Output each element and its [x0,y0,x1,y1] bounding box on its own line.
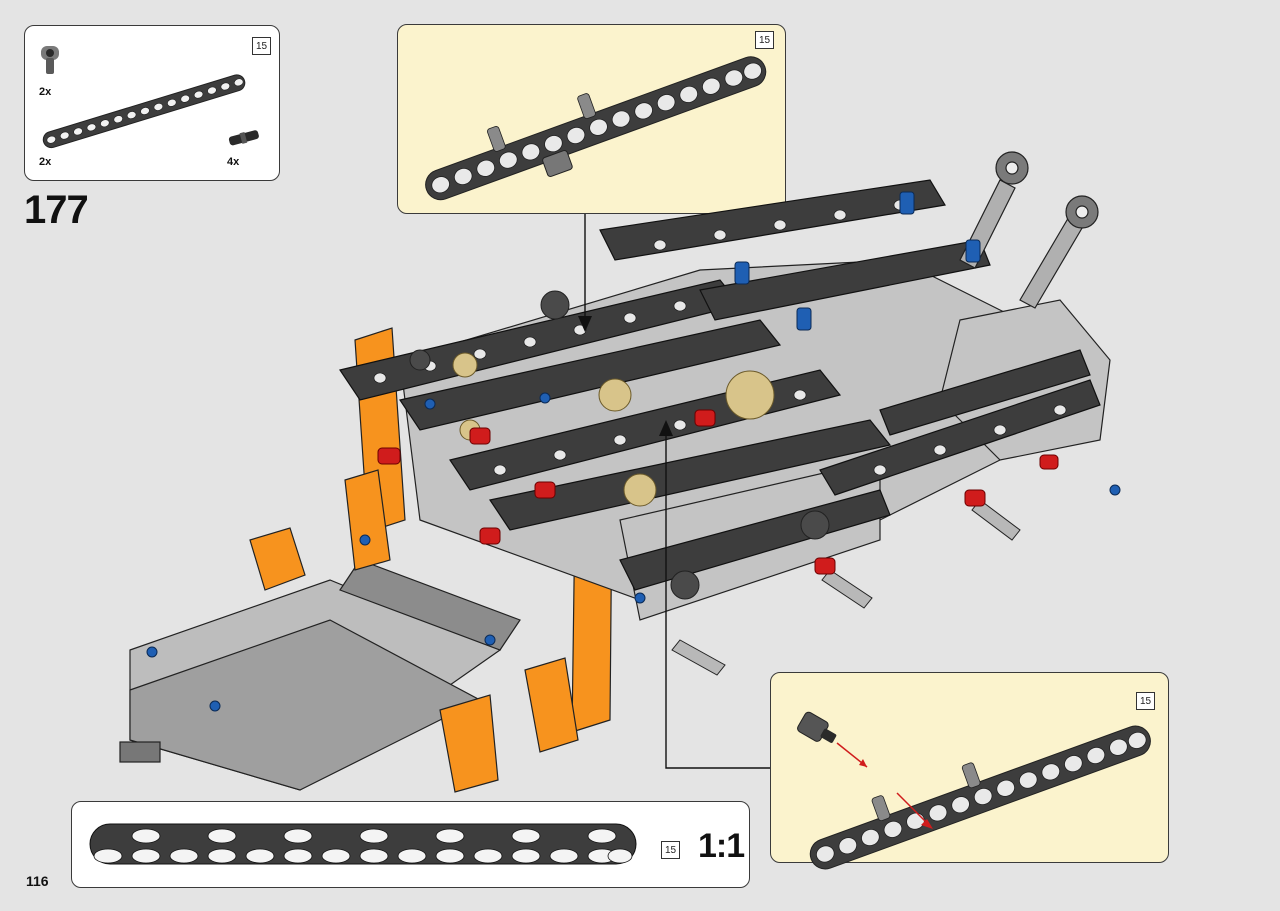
callout-top-length-tag: 15 [755,31,774,49]
callout-top: 15 [397,24,786,214]
scale-length-tag: 15 [661,841,680,859]
callout-bottom-beam [797,711,1151,870]
scale-reference-box: 15 [71,801,750,888]
parts-list-box: 2x 15 2x 4x [24,25,280,181]
beam-15-part [42,74,246,149]
axle-pin-part [228,130,259,146]
page-number: 116 [26,873,49,889]
callout-bottom: 15 [770,672,1169,870]
scale-beam [89,823,637,865]
pin-connector-quantity: 2x [39,86,52,98]
step-number: 177 [24,188,89,232]
beam-quantity: 2x [39,156,52,168]
pin-connector-part [41,46,59,74]
callout-top-beam [425,56,767,201]
axle-pin-quantity: 4x [227,156,240,168]
scale-label: 1:1 [698,827,745,865]
callout-bottom-length-tag: 15 [1136,692,1155,710]
beam-length-tag: 15 [252,37,271,55]
